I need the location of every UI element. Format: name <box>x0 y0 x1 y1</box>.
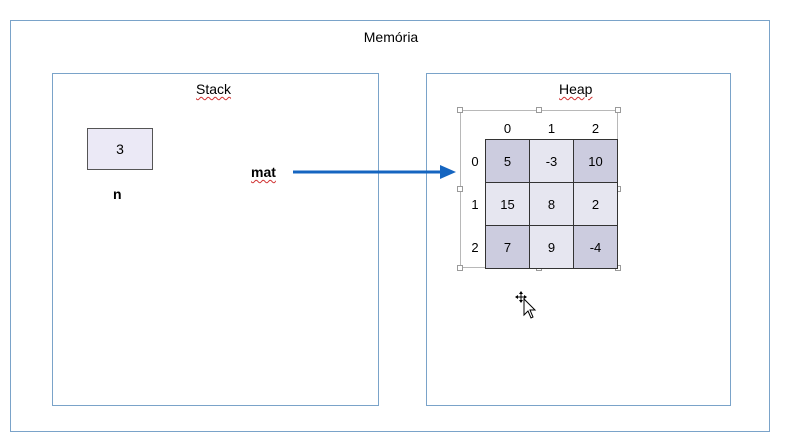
heap-region: Heap <box>426 73 731 406</box>
move-cursor-icon <box>515 291 537 319</box>
matrix-header-row: 0 1 2 <box>465 117 618 140</box>
heap-title: Heap <box>559 81 593 97</box>
resize-handle-bottom-left[interactable] <box>457 265 463 271</box>
matrix-row-header: 1 <box>471 196 479 212</box>
matrix-cell[interactable]: 2 <box>573 182 618 226</box>
matrix-cell[interactable]: -4 <box>573 225 618 269</box>
matrix-column-header: 0 <box>503 120 512 136</box>
stack-region: Stack <box>52 73 379 406</box>
matrix-column-header: 2 <box>591 120 600 136</box>
matrix-column-header: 1 <box>547 120 556 136</box>
matrix-row: 2 7 9 -4 <box>465 225 618 269</box>
matrix-row-header: 0 <box>471 153 479 169</box>
matrix-row-header: 2 <box>471 239 479 255</box>
matrix-cell[interactable]: 7 <box>485 225 530 269</box>
resize-handle-top-right[interactable] <box>615 107 621 113</box>
matrix-row: 0 5 -3 10 <box>465 139 618 183</box>
resize-handle-top[interactable] <box>536 107 542 113</box>
resize-handle-top-left[interactable] <box>457 107 463 113</box>
matrix-cell[interactable]: 9 <box>529 225 574 269</box>
variable-n-value-box: 3 <box>87 128 153 170</box>
matrix-corner <box>465 117 486 140</box>
memory-region: Memória <box>10 20 770 432</box>
matrix-cell[interactable]: 10 <box>573 139 618 183</box>
mat-reference-label: mat <box>251 164 276 180</box>
reference-arrow <box>293 165 456 179</box>
matrix-table[interactable]: 0 1 2 0 5 -3 10 1 15 8 2 2 7 9 -4 <box>465 117 618 269</box>
variable-n-label: n <box>113 186 122 202</box>
matrix-row: 1 15 8 2 <box>465 182 618 226</box>
memory-title: Memória <box>363 29 419 45</box>
matrix-cell[interactable]: 5 <box>485 139 530 183</box>
matrix-cell[interactable]: 8 <box>529 182 574 226</box>
resize-handle-left[interactable] <box>457 186 463 192</box>
matrix-cell[interactable]: -3 <box>529 139 574 183</box>
matrix-cell[interactable]: 15 <box>485 182 530 226</box>
stack-title: Stack <box>196 81 232 97</box>
